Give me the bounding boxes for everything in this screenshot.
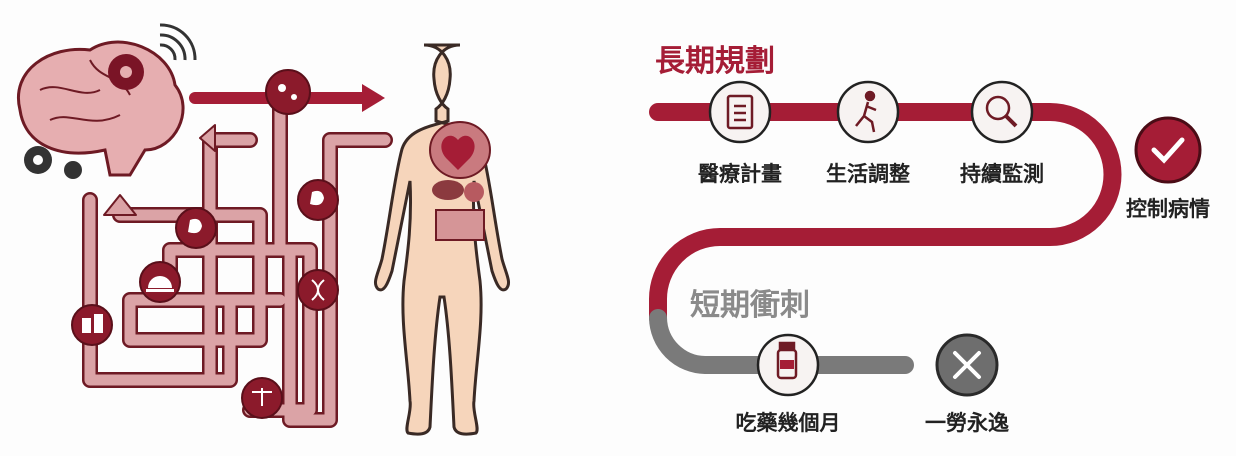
- short-term-title: 短期衝刺: [690, 288, 810, 323]
- signal-icon: [159, 23, 197, 61]
- running-person-icon: [836, 80, 900, 144]
- stomach: [464, 182, 484, 202]
- short-term-step-label: 吃藥幾個月: [735, 411, 841, 435]
- short-term-outcome-label: 一勞永逸: [925, 411, 1009, 435]
- pathway-icons: [71, 69, 339, 419]
- gear-icon: [64, 161, 82, 179]
- molecules-icon: [265, 69, 311, 115]
- step-label: 生活調整: [826, 162, 910, 186]
- long-term-outcome-label: 控制病情: [1126, 197, 1210, 221]
- check-icon: [1134, 116, 1202, 184]
- heart-icon: [441, 135, 475, 170]
- magnifier-icon: [970, 80, 1034, 144]
- human-body: [374, 43, 510, 436]
- drinks-icon: [71, 304, 113, 346]
- brain-icon: [17, 23, 197, 179]
- intestines: [435, 209, 485, 241]
- liver: [432, 180, 464, 200]
- step-label: 持續監測: [960, 162, 1044, 186]
- pathway-network: [82, 82, 393, 428]
- long-term-track: [648, 103, 1122, 327]
- short-term-track: [649, 309, 914, 374]
- long-term-title: 長期規劃: [655, 44, 775, 79]
- arrow-to-brain: [199, 124, 216, 152]
- step-label: 醫療計畫: [698, 162, 782, 186]
- arrow-up: [103, 194, 137, 216]
